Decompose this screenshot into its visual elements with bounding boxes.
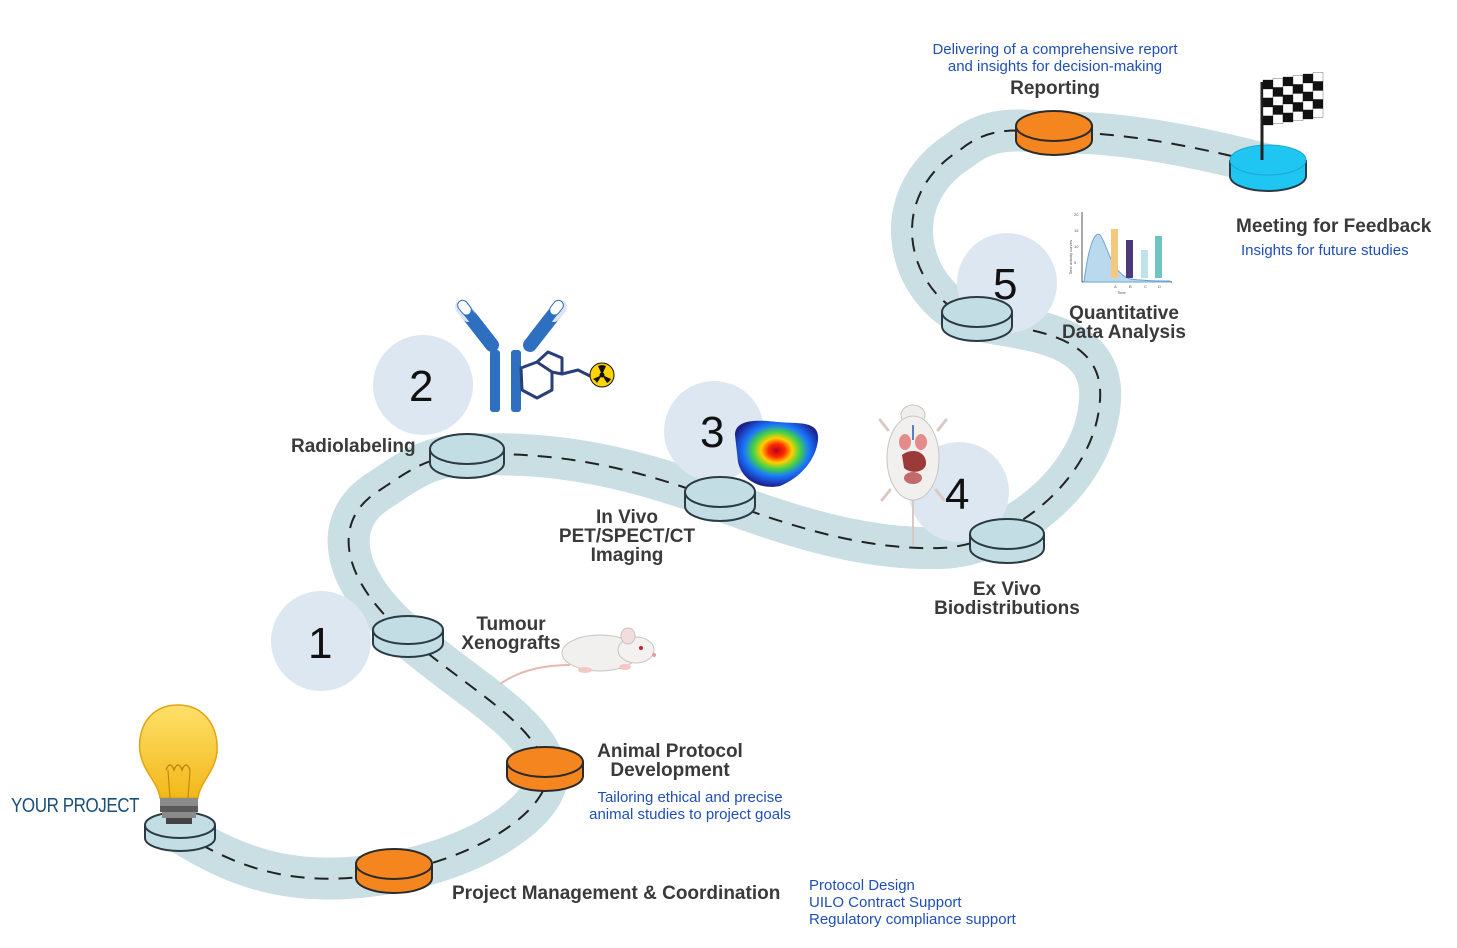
feedback-desc: Insights for future studies bbox=[1241, 242, 1409, 259]
step-3-title: In Vivo PET/SPECT/CT Imaging bbox=[547, 508, 707, 565]
step-1-number: 1 bbox=[308, 619, 333, 668]
reporting-title: Reporting bbox=[1010, 78, 1100, 99]
project-management-details: Protocol Design UILO Contract Support Re… bbox=[809, 877, 1016, 928]
step-2-circle bbox=[373, 335, 473, 435]
disc-step-5[interactable] bbox=[941, 296, 1013, 342]
chart-y-tick: 10 bbox=[1074, 244, 1079, 249]
animal-protocol-title-line2: Development bbox=[610, 760, 730, 781]
dissected-mouse-icon bbox=[878, 404, 948, 545]
chart-y-tick: 20 bbox=[1074, 212, 1079, 217]
step-1-title: Tumour Xenografts bbox=[450, 615, 572, 653]
chart-x-tick: B bbox=[1129, 284, 1132, 289]
step-1-title-line1: Tumour bbox=[476, 614, 546, 635]
disc-step-2[interactable] bbox=[429, 433, 505, 479]
feedback-title: Meeting for Feedback bbox=[1236, 216, 1432, 237]
mouse-icon bbox=[499, 627, 656, 685]
checkered-flag-icon bbox=[1260, 72, 1324, 160]
chart-y-tick: 15 bbox=[1074, 228, 1079, 233]
step-2-number: 2 bbox=[409, 362, 434, 411]
disc-step-4[interactable] bbox=[969, 518, 1045, 564]
disc-finish[interactable] bbox=[1229, 144, 1307, 192]
chart-y-tick: 5 bbox=[1074, 260, 1077, 265]
step-3-number: 3 bbox=[700, 408, 725, 457]
start-label: YOUR PROJECT bbox=[11, 795, 140, 817]
disc-step-3[interactable] bbox=[684, 476, 756, 522]
step-3-title-line3: Imaging bbox=[590, 545, 664, 566]
detail-protocol-design: Protocol Design bbox=[809, 877, 915, 894]
step-3-title-line1: In Vivo bbox=[596, 507, 658, 528]
disc-project-management[interactable] bbox=[355, 848, 433, 894]
animal-protocol-title-line1: Animal Protocol bbox=[597, 741, 743, 762]
lightbulb-icon bbox=[138, 704, 218, 824]
animal-protocol-desc-line2: animal studies to project goals bbox=[589, 806, 791, 823]
step-1-circle bbox=[271, 591, 371, 691]
chart-x-tick: D bbox=[1158, 284, 1161, 289]
step-5-number: 5 bbox=[993, 260, 1018, 309]
chart-x-label: Time bbox=[1117, 290, 1127, 295]
reporting-desc-line1: Delivering of a comprehensive report bbox=[932, 41, 1178, 58]
step-2-title: Radiolabeling bbox=[291, 436, 416, 457]
step-4-number: 4 bbox=[945, 470, 970, 519]
project-management-title: Project Management & Coordination bbox=[452, 883, 781, 904]
step-1-title-line2: Xenografts bbox=[461, 633, 561, 654]
step-4-title: Ex Vivo Biodistributions bbox=[922, 580, 1092, 618]
chart-y-label: Time activity curves bbox=[1068, 240, 1073, 275]
disc-step-1[interactable] bbox=[372, 615, 444, 658]
step-5-title-line2: Data Analysis bbox=[1062, 322, 1186, 343]
chart-x-tick: A bbox=[1114, 284, 1117, 289]
heatmap-icon bbox=[735, 420, 819, 487]
step-5-title: Quantitative Data Analysis bbox=[1050, 304, 1198, 342]
animal-protocol-desc: Tailoring ethical and precise animal stu… bbox=[580, 789, 800, 823]
animal-protocol-desc-line1: Tailoring ethical and precise bbox=[597, 789, 783, 806]
reporting-desc: Delivering of a comprehensive report and… bbox=[925, 41, 1185, 75]
detail-uilo-contract: UILO Contract Support bbox=[809, 894, 962, 911]
step-3-title-line2: PET/SPECT/CT bbox=[558, 526, 696, 547]
detail-regulatory: Regulatory compliance support bbox=[809, 911, 1016, 928]
step-4-title-line1: Ex Vivo bbox=[972, 579, 1042, 600]
chart-x-tick: C bbox=[1144, 284, 1147, 289]
reporting-desc-line2: and insights for decision-making bbox=[947, 58, 1163, 75]
antibody-icon bbox=[455, 299, 615, 412]
disc-start[interactable] bbox=[144, 811, 216, 852]
animal-protocol-title: Animal Protocol Development bbox=[585, 742, 755, 780]
step-5-title-line1: Quantitative bbox=[1069, 303, 1179, 324]
disc-reporting[interactable] bbox=[1015, 110, 1093, 156]
disc-animal-protocol[interactable] bbox=[506, 746, 584, 792]
step-4-title-line2: Biodistributions bbox=[934, 598, 1080, 619]
